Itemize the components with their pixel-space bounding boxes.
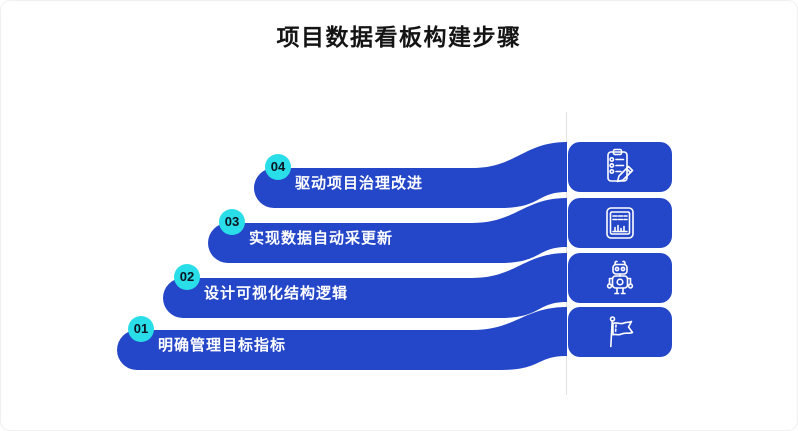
step-bar-02 bbox=[163, 253, 567, 318]
step-badge-02: 02 bbox=[174, 264, 200, 290]
step-badge-04: 04 bbox=[265, 154, 291, 180]
checklist-pencil-icon bbox=[607, 148, 634, 183]
step-bar-04 bbox=[254, 142, 567, 208]
icon-tile-04 bbox=[568, 142, 672, 192]
robot-icon bbox=[606, 260, 634, 295]
step-label-01: 明确管理目标指标 bbox=[158, 337, 287, 354]
report-dashboard-icon bbox=[606, 207, 634, 239]
icon-tile-02 bbox=[568, 253, 672, 303]
step-label-03: 实现数据自动采更新 bbox=[249, 230, 394, 247]
step-badge-01: 01 bbox=[128, 316, 154, 342]
page-title: 项目数据看板构建步骤 bbox=[276, 24, 522, 50]
step-badge-03: 03 bbox=[219, 209, 245, 235]
step-label-04: 驱动项目治理改进 bbox=[295, 175, 424, 192]
flag-icon bbox=[609, 316, 634, 348]
step-bar-03 bbox=[208, 198, 567, 263]
step-bar-01 bbox=[117, 307, 567, 370]
icon-tile-01 bbox=[568, 307, 672, 357]
icon-tile-03 bbox=[568, 198, 672, 248]
step-label-02: 设计可视化结构逻辑 bbox=[204, 285, 349, 302]
